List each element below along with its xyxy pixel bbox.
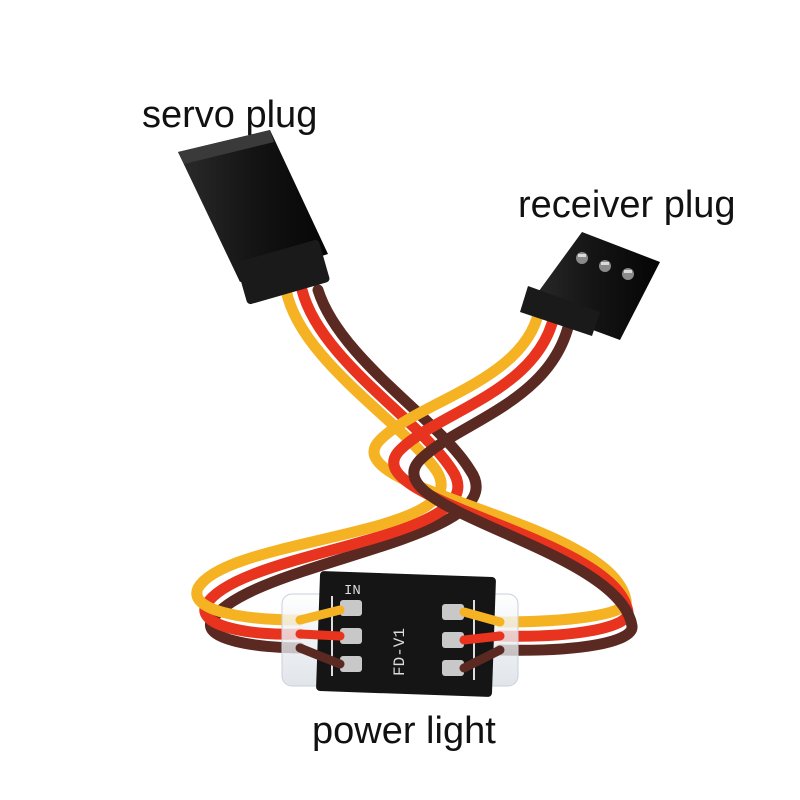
- servo-wire-power: [199, 284, 464, 640]
- servo-wires: [191, 284, 482, 654]
- receiver-pin-3: [622, 268, 634, 280]
- out-pad-1: [442, 604, 464, 620]
- servo-wire-signal: [191, 284, 447, 626]
- board-in-text: IN: [344, 583, 361, 599]
- servo-wire-ground: [205, 284, 482, 654]
- in-pad-3: [340, 656, 362, 672]
- receiver-wire-ground: [408, 299, 638, 656]
- servo-plug-label: servo plug: [142, 94, 318, 136]
- board-model-text: FD-V1: [391, 628, 409, 676]
- out-pad-2: [442, 632, 464, 648]
- out-pad-3: [442, 660, 464, 676]
- servo-plug: [178, 130, 330, 305]
- receiver-pin-1: [576, 252, 588, 264]
- in-pad-1: [340, 600, 362, 616]
- receiver-wire-signal: [368, 299, 632, 628]
- in-pad-2: [340, 628, 362, 644]
- receiver-plug: [520, 232, 660, 340]
- receiver-wires: [368, 299, 638, 656]
- receiver-plug-label: receiver plug: [518, 184, 736, 226]
- receiver-pin-2: [599, 260, 611, 272]
- power-light-board: IN FD-V1: [281, 571, 519, 697]
- power-light-label: power light: [312, 710, 496, 752]
